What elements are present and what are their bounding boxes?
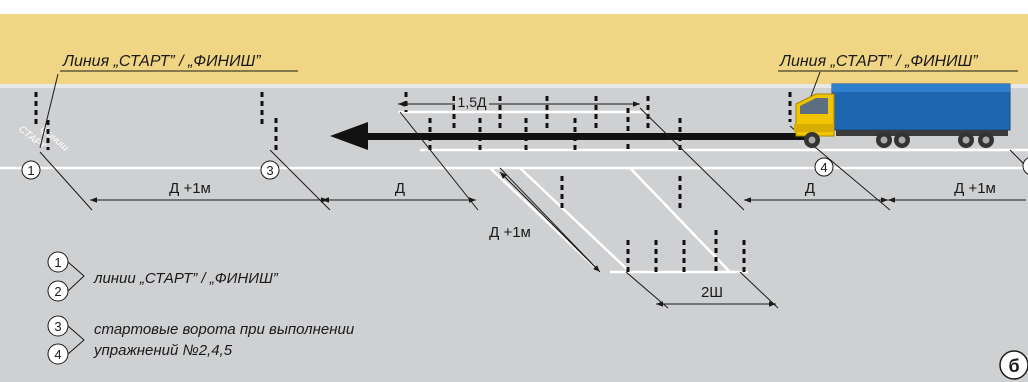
marker-1: 1: [21, 160, 41, 180]
marker-4-label: 4: [820, 160, 827, 175]
marker-3: 3: [260, 160, 280, 180]
legend-text-gates-line2: упражнений №2,4,5: [93, 342, 233, 359]
dim-label-d-plus-1m-right: Д +1м: [954, 180, 996, 197]
dim-label-d-left: Д: [395, 180, 405, 197]
legend-text-start-finish: линии „СТАРТ” / „ФИНИШ”: [93, 270, 279, 287]
dim-label-bg: [455, 94, 489, 110]
marker-3-label: 3: [266, 163, 273, 178]
road-edge: [0, 84, 1028, 88]
leader-left: [39, 73, 59, 149]
corner-letter: б: [1008, 356, 1019, 376]
legend-bracket-3-4: 3 4: [47, 315, 85, 365]
dim-label-d-right: Д: [805, 180, 815, 197]
ext-line: [39, 151, 93, 211]
dimension-lines: [90, 101, 1026, 307]
legend: 1 2 линии „СТАРТ” / „ФИНИШ” 3 4 стартовы…: [47, 251, 355, 365]
direction-arrow: [330, 122, 810, 150]
start-finish-label-left: Линия „СТАРТ” / „ФИНИШ”: [62, 53, 261, 70]
sand-strip: [0, 14, 1028, 84]
dim-label-d-plus-1m-diag: Д +1м: [489, 224, 531, 241]
ext-line: [399, 111, 479, 211]
start-finish-label-right: Линия „СТАРТ” / „ФИНИШ”: [779, 53, 978, 70]
legend-num-4: 4: [54, 347, 61, 362]
legend-num-2: 2: [54, 284, 61, 299]
legend-num-3: 3: [54, 319, 61, 334]
corner-badge: б: [999, 350, 1028, 380]
legend-text-gates-line1: стартовые ворота при выполнении: [94, 321, 355, 338]
marker-1-label: 1: [27, 163, 34, 178]
dim-d-plus-1m-diag: [499, 171, 601, 273]
marker-2: 2: [1022, 157, 1028, 175]
garage-side: [629, 167, 731, 273]
marker-4: 4: [814, 157, 834, 177]
legend-bracket-1-2: 1 2: [47, 251, 85, 302]
dim-label-d-plus-1m-left: Д +1м: [169, 180, 211, 197]
truck-icon: [794, 83, 1011, 148]
dim-label-2sh: 2Ш: [701, 284, 723, 301]
legend-num-1: 1: [54, 255, 61, 270]
dim-label-1-5d: 1,5Д: [458, 94, 487, 110]
ext-line: [639, 107, 745, 211]
